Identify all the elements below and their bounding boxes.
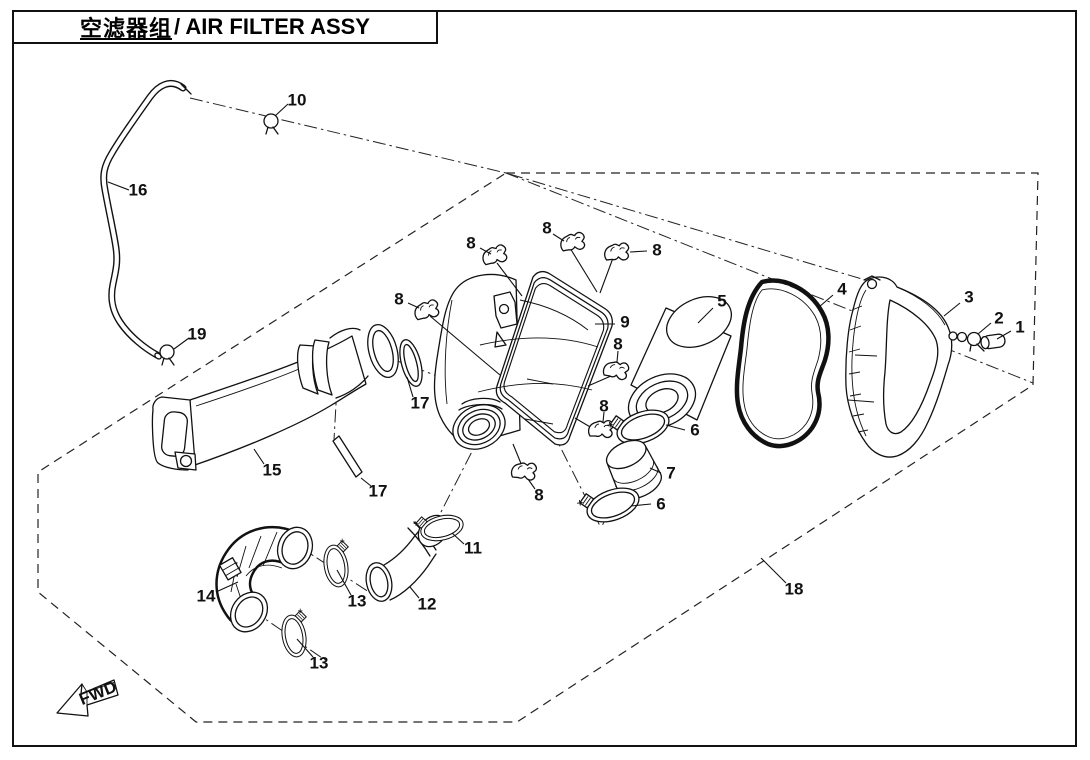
part-label-5: 5 [717, 292, 726, 311]
callout-leader-5 [697, 307, 714, 324]
part-8-clip [603, 241, 631, 263]
callout-leader-10 [274, 103, 289, 117]
callout-leader-6 [665, 424, 686, 431]
part-15-intake-duct [151, 324, 399, 471]
part-3-housing-cover [845, 275, 958, 458]
callout-leader-3 [943, 302, 961, 317]
part-8-clip [411, 298, 442, 323]
part-label-2: 2 [994, 309, 1003, 328]
part-label-13: 13 [348, 592, 367, 611]
part-13-clamp [319, 537, 357, 590]
diagram-title-zh: 空滤器组 [80, 16, 173, 41]
part-label-19: 19 [188, 325, 207, 344]
callout-leader-11 [451, 532, 465, 545]
callout-leader-13 [336, 569, 352, 596]
callout-leader-8 [479, 247, 492, 255]
part-label-4: 4 [837, 280, 847, 299]
callout-leader-18 [760, 557, 787, 584]
part-label-14: 14 [197, 587, 216, 606]
part-label-8: 8 [466, 234, 475, 253]
part-label-13: 13 [310, 654, 329, 673]
part-label-17: 17 [411, 394, 430, 413]
callout-leader-8 [616, 350, 619, 363]
part-label-9: 9 [620, 313, 629, 332]
part-16-drain-hose [100, 80, 192, 360]
part-8-clip [558, 231, 587, 254]
part-label-8: 8 [534, 486, 543, 505]
part-17-seal-strip [332, 435, 363, 478]
part-label-11: 11 [464, 539, 482, 558]
callout-leader-8 [407, 302, 420, 309]
part-label-1: 1 [1015, 318, 1024, 337]
part-label-8: 8 [394, 290, 403, 309]
part-10-hose-clip [263, 113, 279, 135]
callout-leader-8 [629, 250, 648, 253]
fwd-label: FWD [76, 677, 119, 709]
part-label-12: 12 [418, 595, 437, 614]
part-label-15: 15 [263, 461, 282, 480]
part-13-clamp [277, 607, 315, 660]
callout-leader-16 [107, 181, 130, 191]
part-14-corrugated-duct [215, 525, 314, 633]
part-17-seal-ring [399, 339, 423, 387]
part-label-10: 10 [288, 91, 307, 110]
part-label-18: 18 [785, 580, 804, 599]
diagram-title-en: / AIR FILTER ASSY [174, 14, 370, 39]
callout-leader-19 [173, 337, 190, 350]
callout-leader-8 [527, 478, 536, 490]
part-8-clip [479, 243, 510, 268]
callout-leader-7 [649, 467, 662, 474]
part-label-16: 16 [129, 181, 148, 200]
part-7-sleeve [605, 439, 662, 500]
callout-leader-4 [818, 294, 834, 308]
part-4-gasket [734, 278, 831, 449]
part-label-8: 8 [652, 241, 661, 260]
assembly-boundary [37, 172, 1039, 723]
part-2-seal-ring [956, 331, 985, 352]
part-label-8: 8 [542, 219, 551, 238]
fwd-arrow: FWD [56, 677, 119, 717]
callout-leader-15 [253, 448, 265, 465]
part-label-17: 17 [369, 482, 388, 501]
callout-leader-8 [602, 411, 605, 423]
part-19-hose-clip [159, 344, 175, 366]
callout-leader-17 [360, 477, 372, 487]
part-label-8: 8 [613, 335, 622, 354]
part-9-filter-housing [429, 247, 614, 467]
part-label-6: 6 [656, 495, 665, 514]
diagram-title-box: 空滤器组 / AIR FILTER ASSY [12, 10, 438, 44]
callout-leader-13 [296, 638, 314, 658]
callout-leader-14 [215, 581, 239, 593]
page-border [12, 10, 1077, 747]
callout-leader-1 [996, 330, 1012, 340]
part-8-clip [510, 460, 538, 482]
part-label-6: 6 [690, 421, 699, 440]
callout-leader-17 [406, 376, 414, 398]
part-label-7: 7 [666, 464, 675, 483]
callout-leader-2 [977, 322, 992, 335]
callout-leader-6 [630, 503, 652, 507]
callout-leader-12 [409, 586, 420, 599]
part-label-8: 8 [599, 397, 608, 416]
part-label-3: 3 [964, 288, 973, 307]
callout-leader-8 [552, 233, 565, 242]
